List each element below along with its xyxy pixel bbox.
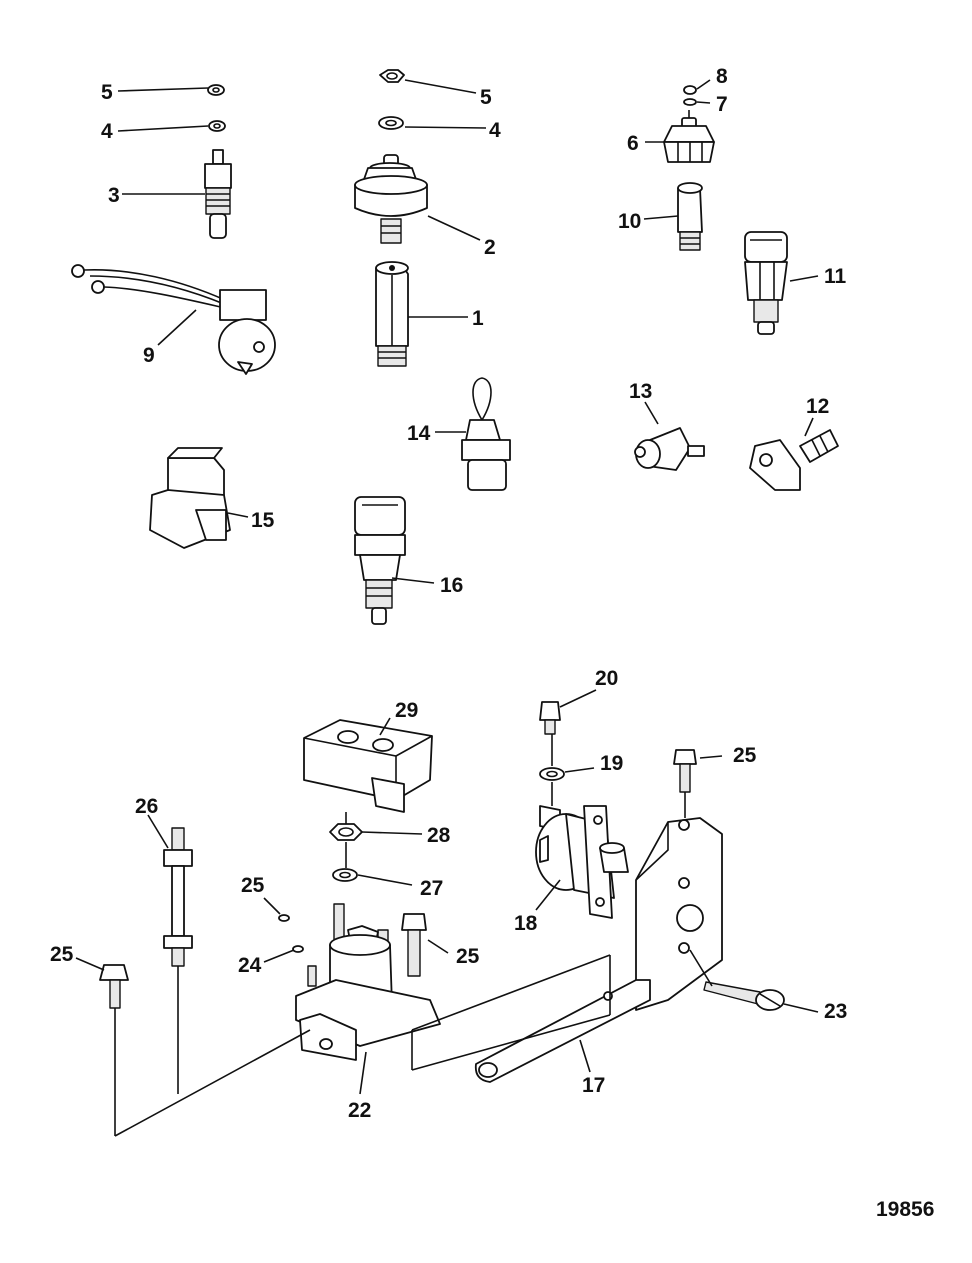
callout-4-center: 4 (489, 119, 501, 142)
callout-12: 12 (806, 395, 829, 418)
relay-15 (149, 447, 231, 549)
washer-4-center (378, 116, 404, 130)
solenoid-22 (295, 903, 441, 1061)
washer-4-left (208, 120, 226, 132)
callout-14: 14 (407, 422, 431, 445)
callout-7: 7 (716, 93, 728, 116)
callout-15: 15 (251, 509, 275, 532)
callout-18: 18 (514, 912, 538, 935)
sensor-13 (634, 427, 705, 471)
sender-2 (354, 154, 428, 244)
callout-5-left: 5 (101, 81, 113, 104)
bolt-25-left (99, 964, 129, 1009)
callout-21: 23 (824, 1000, 847, 1023)
callout-26: 26 (135, 795, 158, 818)
callout-28: 28 (427, 824, 451, 847)
callout-2: 2 (484, 236, 496, 259)
nut-8 (683, 85, 697, 95)
callout-8: 8 (716, 65, 728, 88)
nut-5-center (379, 69, 405, 83)
nut-5-left (207, 84, 225, 96)
bolt-25-center (401, 913, 427, 977)
switch-16 (354, 496, 406, 625)
callout-16: 16 (440, 574, 463, 597)
stud-26 (163, 827, 193, 967)
callout-6: 6 (627, 132, 639, 155)
callout-19: 19 (600, 752, 623, 775)
washer-7 (683, 98, 697, 106)
sender-6 (663, 110, 715, 163)
callout-27: 27 (420, 877, 443, 900)
callout-11: 11 (824, 265, 847, 288)
nut-23 (292, 945, 304, 953)
leader-lines (75, 79, 819, 1095)
connector-14 (461, 377, 511, 491)
callout-25-right: 25 (733, 744, 757, 767)
sender-3 (204, 149, 232, 239)
solenoid-18 (535, 805, 629, 919)
bolt-20 (539, 701, 561, 735)
callout-24: 25 (241, 874, 265, 897)
nut-24 (278, 914, 290, 922)
callout-25-center: 25 (456, 945, 480, 968)
callout-13: 13 (629, 380, 652, 403)
figure-number: 19856 (876, 1198, 934, 1221)
screw-21 (703, 981, 785, 1011)
callout-20: 20 (595, 667, 618, 690)
switch-11 (744, 231, 788, 335)
nut-28 (329, 823, 363, 841)
callout-labels: 5 4 3 9 5 4 2 1 8 7 6 10 11 13 12 14 15 … (50, 65, 847, 1122)
callout-25-left: 25 (50, 943, 74, 966)
callout-9: 9 (143, 344, 155, 367)
callout-29: 29 (395, 699, 418, 722)
bracket-17 (474, 817, 723, 1083)
callout-17: 17 (582, 1074, 605, 1097)
washer-19 (539, 767, 565, 781)
callout-4-left: 4 (101, 120, 113, 143)
elbow-12 (749, 429, 839, 491)
bolt-25-right (673, 749, 697, 793)
callout-1: 1 (472, 307, 484, 330)
callout-3: 3 (108, 184, 120, 207)
adaptor-1 (375, 261, 409, 367)
harness-9 (71, 264, 276, 375)
assembly-lines (114, 734, 713, 1137)
callout-23: 24 (238, 954, 262, 977)
callout-10: 10 (618, 210, 641, 233)
bracket-29 (303, 719, 433, 813)
callout-22: 22 (348, 1099, 371, 1122)
washer-27 (332, 868, 358, 882)
adaptor-10 (677, 182, 703, 251)
callout-5-center: 5 (480, 86, 492, 109)
